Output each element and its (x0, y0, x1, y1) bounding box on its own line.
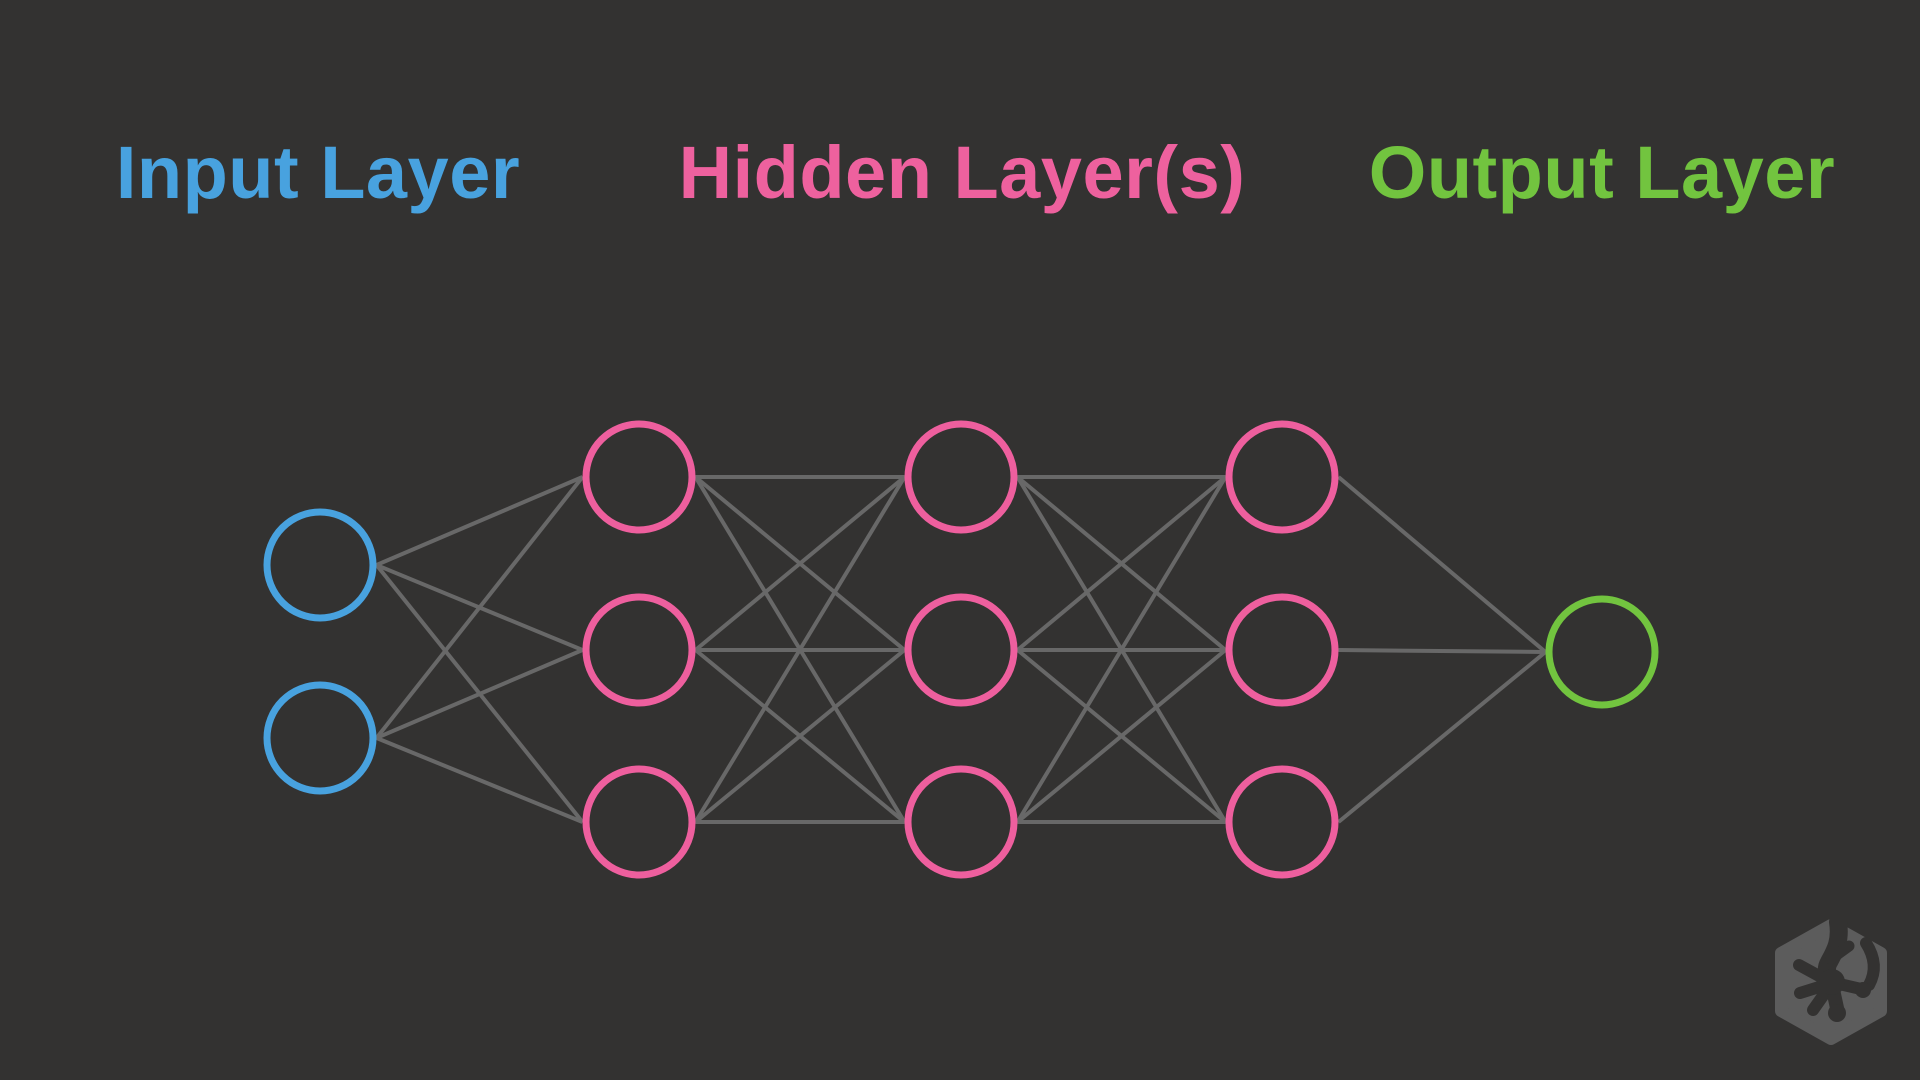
node-hidden-3-1 (1225, 420, 1339, 534)
logo-frog-silhouette (1793, 917, 1880, 1022)
node-hidden-1-2 (582, 593, 696, 707)
node-input-2 (263, 681, 377, 795)
edge-input-2-to-hidden-1-1 (374, 475, 585, 740)
edge-input-1-to-hidden-1-1 (375, 475, 584, 567)
edge-hidden-3-1-to-output-1 (1337, 475, 1547, 654)
edge-hidden-1-3-to-hidden-2-2 (694, 648, 906, 824)
input-layer-title: Input Layer (115, 131, 521, 214)
edge-hidden-2-3-to-hidden-3-1 (1015, 475, 1228, 824)
edge-hidden-2-3-to-hidden-3-2 (1016, 648, 1227, 824)
edge-hidden-1-2-to-hidden-2-1 (694, 475, 906, 652)
hidden-layer-title: Hidden Layer(s) (678, 131, 1246, 214)
edge-hidden-3-2-to-output-1 (1338, 648, 1546, 654)
node-hidden-1-1 (582, 420, 696, 534)
node-input-1 (263, 508, 377, 622)
node-hidden-2-3 (904, 765, 1018, 879)
edge-input-2-to-hidden-1-2 (375, 648, 584, 740)
output-layer-title: Output Layer (1368, 131, 1836, 214)
node-hidden-1-3 (582, 765, 696, 879)
edge-hidden-2-2-to-hidden-3-1 (1016, 475, 1227, 652)
node-hidden-3-2 (1225, 593, 1339, 707)
edge-hidden-1-3-to-hidden-2-1 (693, 475, 907, 824)
edge-input-2-to-hidden-1-3 (375, 736, 584, 824)
treehouse-logo (1775, 917, 1887, 1045)
edge-hidden-3-3-to-output-1 (1337, 650, 1547, 824)
node-output-1 (1545, 595, 1659, 709)
node-hidden-2-1 (904, 420, 1018, 534)
node-hidden-2-2 (904, 593, 1018, 707)
node-hidden-3-3 (1225, 765, 1339, 879)
